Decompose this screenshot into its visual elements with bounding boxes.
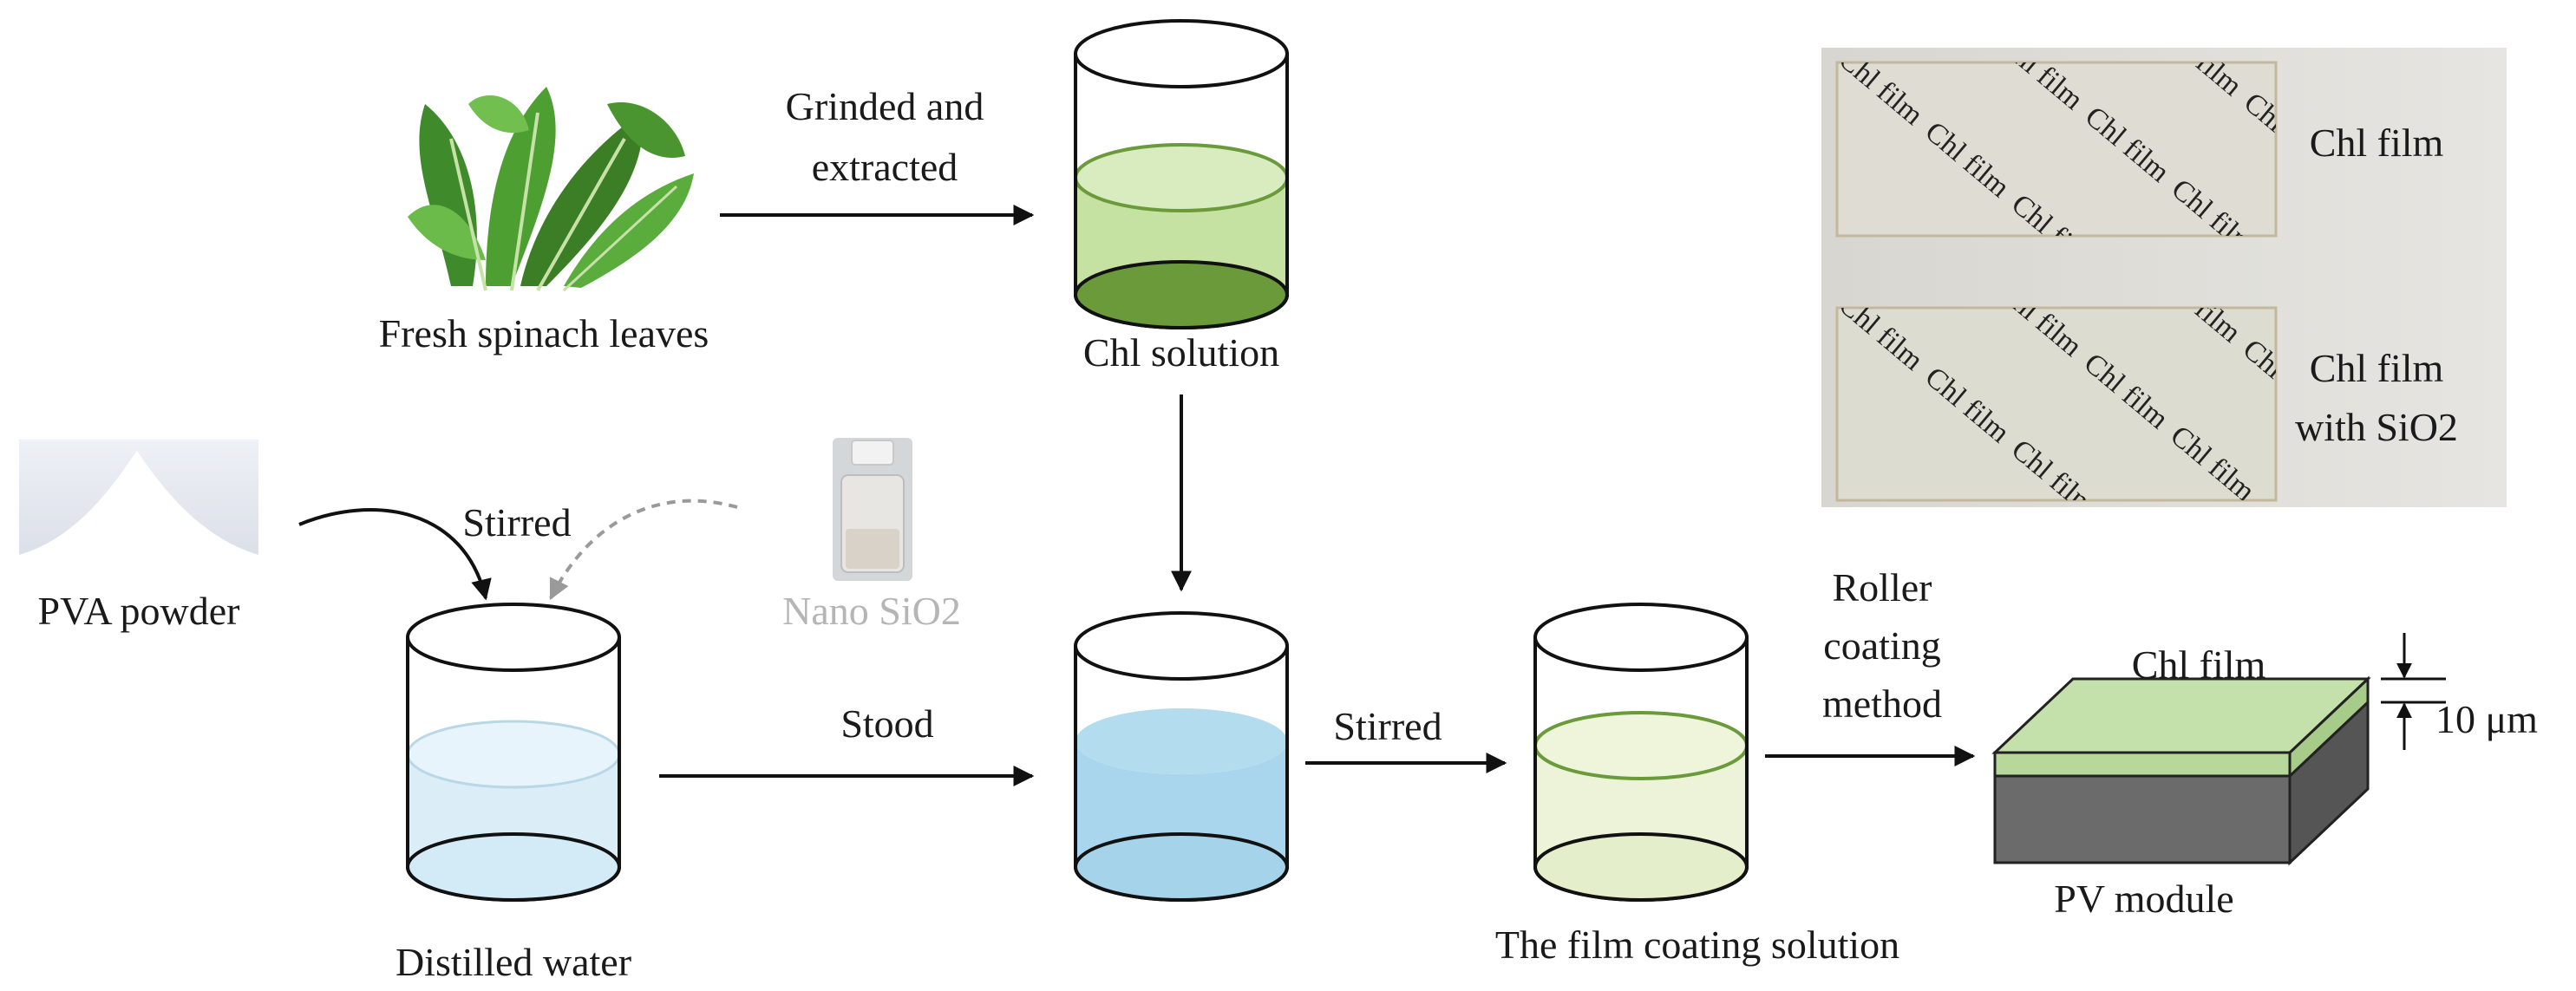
arrow-nano-sio2 [549,499,738,601]
arrow-pva [298,508,492,601]
chl-film-sio2-sample [1835,306,2278,502]
chl-film-sample [1835,61,2278,238]
watermark-row: Chl film [2092,505,2188,594]
beaker-coating-solution [1533,603,1749,902]
watermark-row: Chl film [2224,0,2320,16]
spinach-leaves-image [399,82,698,295]
pva-powder-label: PVA powder [37,589,239,633]
chl-film-layer [1993,751,2292,778]
chl-film-label: Chl film [2132,642,2266,687]
film-photo: Chl film Chl film Chl film Chl film Chl … [1821,0,2507,594]
stirred-bottom-label: Stirred [1333,704,1442,748]
beaker-chl-solution [1074,19,1289,329]
spinach-label: Fresh spinach leaves [379,311,709,355]
coating-solution-label: The film coating solution [1495,923,1899,967]
beaker-distilled-water [406,603,621,902]
grinded-label-1: Grinded and [786,84,984,128]
thickness-indicator [2381,633,2446,750]
pv-module [1991,675,2371,866]
chl-solution-label: Chl solution [1083,330,1279,375]
distilled-water-label: Distilled water [396,940,631,984]
stirred-top-label: Stirred [462,500,571,544]
pv-module-label: PV module [2054,877,2233,921]
roller-label-2: coating [1823,623,1940,668]
thickness-label: 10 μm [2435,697,2538,741]
nano-sio2-label: Nano SiO2 [782,589,961,633]
watermark-row: Chl film [1906,0,2003,43]
watermark-row: Chl film [2065,0,2161,29]
nano-sio2-bottle [833,438,912,581]
photo-label-chl-film-sio2-1: Chl film [2310,346,2444,390]
roller-label-1: Roller [1833,565,1932,610]
photo-label-chl-film: Chl film [2310,121,2444,165]
photo-label-chl-film-sio2-2: with SiO2 [2295,405,2458,449]
beaker-mixing [1074,611,1289,902]
roller-label-3: method [1822,681,1942,726]
pva-powder-image [19,440,258,570]
grinded-label-2: extracted [812,145,958,189]
stood-label: Stood [840,701,933,746]
